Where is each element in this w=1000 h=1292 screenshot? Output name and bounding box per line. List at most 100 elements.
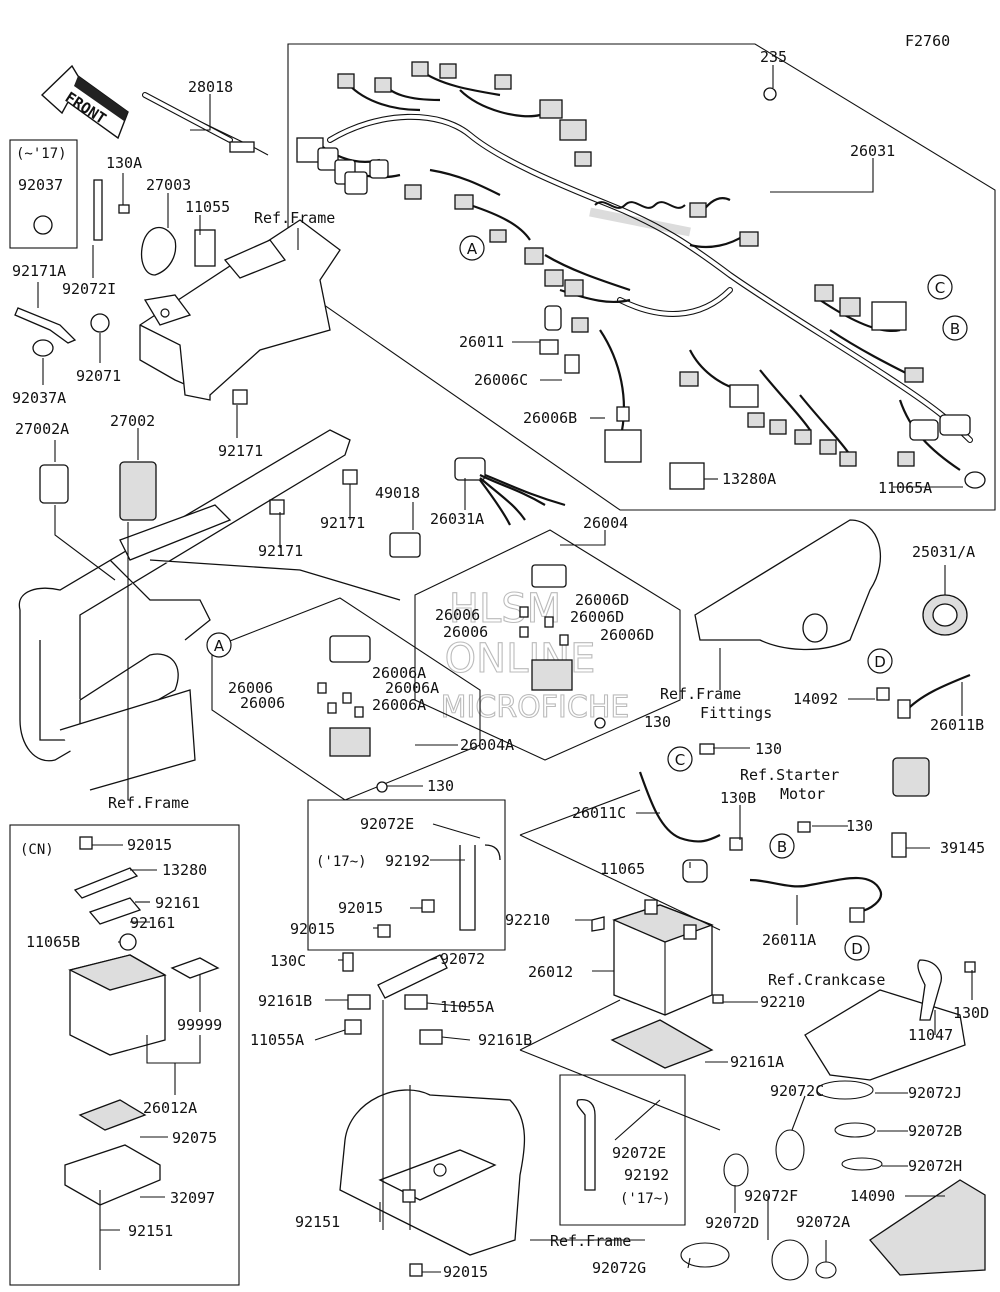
ref-starter-2: Motor	[780, 785, 825, 803]
label-130B: 130B	[720, 789, 756, 807]
label-92072A: 92072A	[796, 1213, 850, 1231]
label-130-a: 130	[644, 713, 671, 731]
svg-text:C: C	[675, 751, 685, 769]
label-26006C: 26006C	[474, 371, 528, 389]
label-130A: 130A	[106, 154, 142, 172]
label-27002A: 27002A	[15, 420, 69, 438]
svg-text:B: B	[777, 838, 787, 856]
label-26011C: 26011C	[572, 804, 626, 822]
front-arrow: FRONT	[40, 64, 129, 140]
label-92072F: 92072F	[744, 1187, 798, 1205]
bolt-235	[763, 87, 777, 101]
label-26011A: 26011A	[762, 931, 816, 949]
label-92072D: 92072D	[705, 1214, 759, 1232]
label-92210-2: 92210	[760, 993, 805, 1011]
label-26012A: 26012A	[143, 1099, 197, 1117]
callout-b-2	[769, 833, 795, 859]
label-92151-b: 92151	[295, 1213, 340, 1231]
label-14090: 14090	[850, 1187, 895, 1205]
label-99999: 99999	[177, 1016, 222, 1034]
sub-harness-26031A	[454, 457, 566, 526]
fuse-box-regions	[211, 529, 681, 801]
label-25031A: 25031/A	[912, 543, 975, 561]
callout-a-1	[459, 235, 485, 261]
label-92075: 92075	[172, 1129, 217, 1147]
label-26006D-2: 26006D	[570, 608, 624, 626]
svg-text:A: A	[214, 637, 225, 655]
label-130-d: 130	[846, 817, 873, 835]
svg-text:B: B	[950, 320, 960, 338]
label-130-b: 130	[427, 777, 454, 795]
label-92192-t: 92192	[385, 852, 430, 870]
ref-crankcase: Ref.Crankcase	[768, 971, 885, 989]
label-92072H: 92072H	[908, 1157, 962, 1175]
label-92171A: 92171A	[12, 262, 66, 280]
label-11065A: 11065A	[878, 479, 932, 497]
callouts: A A B B C C D D	[206, 235, 968, 961]
svg-text:C: C	[935, 279, 945, 297]
label-130C: 130C	[270, 952, 306, 970]
label-26006A-2: 26006A	[385, 679, 439, 697]
label-14092: 14092	[793, 690, 838, 708]
battery-area	[519, 789, 724, 1131]
label-92015-c: 92015	[443, 1263, 488, 1281]
callout-d-1	[867, 648, 893, 674]
ref-frame-left: Ref.Frame	[108, 794, 189, 812]
cn-kit-box	[9, 824, 240, 1286]
label-235: 235	[760, 48, 787, 66]
label-92072E-t: 92072E	[360, 815, 414, 833]
label-92015-a: 92015	[338, 899, 383, 917]
label-27003: 27003	[146, 176, 191, 194]
label-92171-a: 92171	[218, 442, 263, 460]
label-26006A-3: 26006A	[372, 696, 426, 714]
label-26006D-3: 26006D	[600, 626, 654, 644]
part-labels: 235 26031 28018 (~'17) 92037 130A 27003 …	[12, 48, 989, 1281]
label-11055A-1: 11055A	[250, 1031, 304, 1049]
note-from17-a: ('17~)	[316, 854, 367, 870]
callout-b-1	[942, 315, 968, 341]
label-13280A: 13280A	[722, 470, 776, 488]
ref-starter-1: Ref.Starter	[740, 766, 839, 784]
label-27002: 27002	[110, 412, 155, 430]
callout-c-2	[667, 746, 693, 772]
label-26006A-1: 26006A	[372, 664, 426, 682]
harness-connectors	[296, 61, 986, 490]
label-39145: 39145	[940, 839, 985, 857]
clamps	[559, 1074, 986, 1281]
label-92072G: 92072G	[592, 1259, 646, 1277]
frame-upper	[139, 219, 341, 405]
label-11055A-2: 11055A	[440, 998, 494, 1016]
main-wire-harness	[319, 69, 973, 471]
label-26006-l1: 26006	[228, 679, 273, 697]
label-11065B: 11065B	[26, 933, 80, 951]
label-92072E-b: 92072E	[612, 1144, 666, 1162]
callout-a-2	[206, 632, 232, 658]
label-92161-1: 92161	[155, 894, 200, 912]
label-92171-b: 92171	[320, 514, 365, 532]
label-26004: 26004	[583, 514, 628, 532]
label-11055: 11055	[185, 198, 230, 216]
label-28018: 28018	[188, 78, 233, 96]
label-130-c: 130	[755, 740, 782, 758]
note-to17: (~'17)	[16, 146, 67, 162]
crankcase-area	[804, 959, 976, 1081]
svg-text:D: D	[851, 940, 863, 958]
label-92072J: 92072J	[908, 1084, 962, 1102]
ref-fittings-1: Ref.Frame	[660, 685, 741, 703]
callout-d-2	[844, 935, 870, 961]
label-11047: 11047	[908, 1026, 953, 1044]
label-26031A: 26031A	[430, 510, 484, 528]
label-130D: 130D	[953, 1004, 989, 1022]
label-92192-b: 92192	[624, 1166, 669, 1184]
label-26011: 26011	[459, 333, 504, 351]
ref-frame-bottom: Ref.Frame	[550, 1232, 631, 1250]
ref-fittings-2: Fittings	[700, 704, 772, 722]
label-26006-l2: 26006	[240, 694, 285, 712]
watermark: HLSM ONLINE MICROFICHE	[440, 585, 630, 725]
top-left-parts	[9, 92, 269, 357]
starter-area	[638, 673, 971, 923]
label-92037A: 92037A	[12, 389, 66, 407]
label-26006D-1: 26006D	[575, 591, 629, 609]
frame-lower	[18, 429, 421, 800]
